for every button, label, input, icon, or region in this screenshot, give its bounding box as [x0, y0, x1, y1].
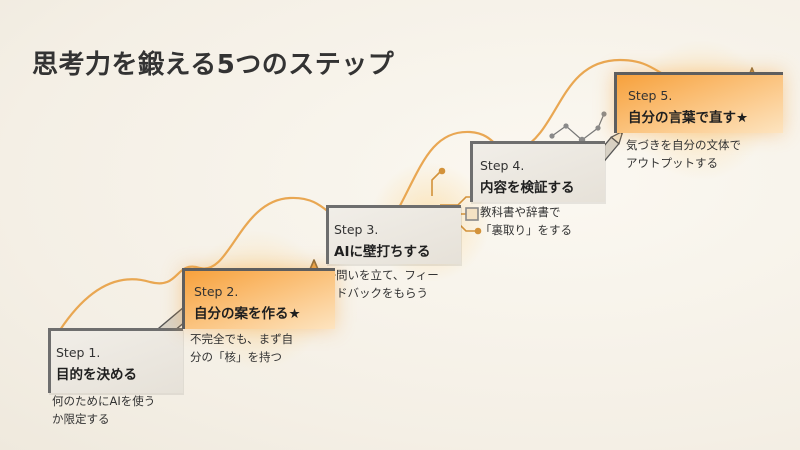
step-2-block — [182, 268, 335, 329]
step-5-block — [614, 72, 783, 133]
step-5-label: Step 5. — [628, 88, 673, 103]
step-5-desc: 気づきを自分の文体で アウトプットする — [626, 138, 741, 170]
step-3-block — [326, 205, 461, 264]
page-title: 思考力を鍛える5つのステップ — [32, 50, 395, 80]
step-2-label: Step 2. — [194, 284, 239, 299]
step-2-desc: 不完全でも、まず自 分の「核」を持つ — [190, 332, 294, 364]
step-1-desc: 何のためにAIを使う か限定する — [52, 394, 156, 426]
step-3-label: Step 3. — [334, 222, 379, 237]
step-3-name: AIに壁打ちする — [334, 244, 431, 260]
step-4-block — [470, 141, 605, 202]
step-4-desc: 教科書や辞書で 「裏取り」をする — [480, 205, 572, 237]
step-1-label: Step 1. — [56, 345, 101, 360]
step-1-block — [48, 328, 183, 393]
step-5-name: 自分の言葉で直す★ — [628, 110, 749, 126]
step-1-name: 目的を決める — [56, 367, 137, 383]
step-3-desc: 問いを立て、フィー ドバックをもらう — [336, 268, 439, 300]
step-4-name: 内容を検証する — [480, 180, 575, 196]
step-2-name: 自分の案を作る★ — [194, 306, 301, 322]
step-4-label: Step 4. — [480, 158, 525, 173]
